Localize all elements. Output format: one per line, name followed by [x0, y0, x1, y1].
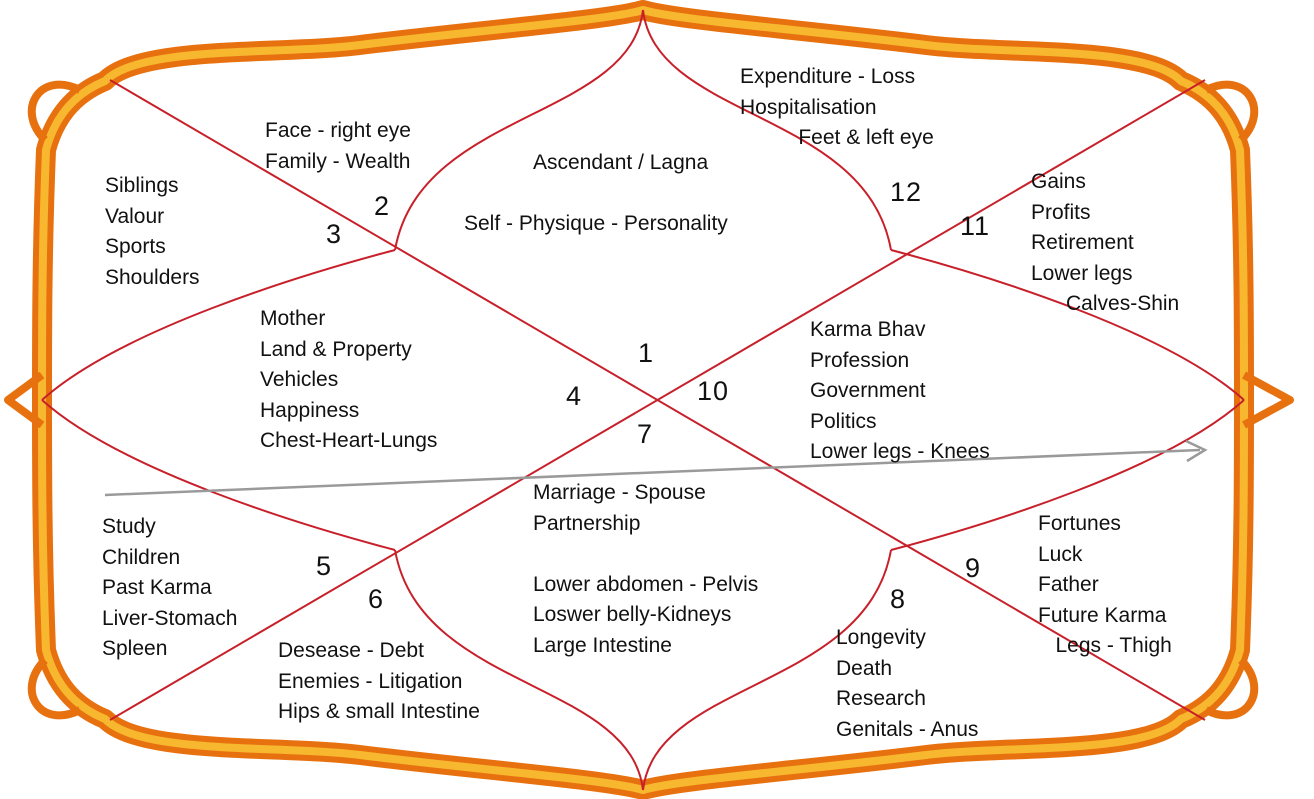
- frame-corner-curl-bottom-left: [27, 657, 82, 720]
- house-number-1: 1: [638, 338, 655, 368]
- house-4-text: Mother Land & Property Vehicles Happines…: [260, 304, 437, 457]
- house-8-line-1: Longevity: [836, 626, 926, 649]
- house-number-8: 8: [890, 584, 907, 614]
- frame-corner-curl-top-left: [27, 80, 82, 143]
- house-number-10: 10: [697, 376, 730, 406]
- house-10-line-4: Politics: [810, 409, 877, 433]
- house-11-line-4: Lower legs: [1031, 261, 1133, 285]
- house-12-line-2: Hospitalisation: [740, 95, 877, 119]
- house-12-text: Expenditure - Loss Hospitalisation Feet …: [740, 62, 934, 154]
- house-3-text: Siblings Valour Sports Shoulders: [105, 171, 200, 293]
- house-9-text: Fortunes Luck Father Future Karma Legs -…: [1038, 509, 1172, 662]
- house-11-line-3: Retirement: [1031, 231, 1134, 254]
- house-4-line-2: Land & Property: [260, 337, 412, 361]
- house-10-line-1: Karma Bhav: [810, 318, 926, 341]
- house-9-line-4: Future Karma: [1038, 603, 1167, 627]
- house-number-12: 12: [890, 177, 923, 207]
- frame-corner-curl-top-right: [1204, 80, 1259, 143]
- frame-right-point: [1242, 371, 1294, 429]
- house-8-line-2: Death: [836, 656, 893, 680]
- house-number-4: 4: [566, 381, 583, 411]
- house-3-line-4: Shoulders: [105, 265, 200, 289]
- house-4-line-1: Mother: [260, 307, 326, 330]
- house-3-line-1: Siblings: [105, 174, 179, 197]
- house-1-text: Ascendant / Lagna Self - Physique - Pers…: [464, 148, 728, 240]
- house-5-text: Study Children Past Karma Liver-Stomach …: [102, 512, 237, 665]
- house-12-line-1: Expenditure - Loss: [740, 65, 916, 88]
- outer-frame: [32, 0, 1254, 799]
- house-7-line-3: [533, 539, 758, 570]
- house-9-line-2: Luck: [1038, 542, 1083, 566]
- outer-frame-highlight: [38, 6, 1248, 794]
- diagonal-lines: [109, 79, 1206, 721]
- house-1-line-3: Self - Physique - Personality: [464, 212, 728, 235]
- house-9-line-5: Legs - Thigh: [1038, 634, 1172, 657]
- house-10-line-2: Profession: [810, 348, 910, 372]
- house-5-line-2: Children: [102, 545, 181, 569]
- house-8-line-4: Genitals - Anus: [836, 717, 979, 741]
- house-10-text: Karma Bhav Profession Government Politic…: [810, 315, 990, 468]
- house-6-line-1: Desease - Debt: [278, 639, 424, 662]
- house-12-line-3: Feet & left eye: [740, 126, 934, 149]
- house-11-line-2: Profits: [1031, 200, 1091, 224]
- house-number-11: 11: [960, 211, 991, 241]
- house-11-line-5: Calves-Shin: [1031, 292, 1180, 315]
- house-4-line-4: Happiness: [260, 398, 360, 422]
- house-6-line-3: Hips & small Intestine: [278, 700, 480, 723]
- house-11-text: Gains Profits Retirement Lower legs Calv…: [1031, 167, 1179, 320]
- house-9-line-3: Father: [1038, 573, 1099, 596]
- gray-arrow: [104, 439, 1208, 497]
- inner-diamond: [41, 9, 1245, 791]
- house-5-line-1: Study: [102, 515, 156, 538]
- house-1-line-2: [533, 179, 728, 210]
- house-5-line-5: Spleen: [102, 637, 168, 660]
- house-5-line-4: Liver-Stomach: [102, 606, 238, 630]
- house-2-line-1: Face - right eye: [265, 119, 411, 142]
- house-number-9: 9: [965, 553, 982, 583]
- house-8-text: Longevity Death Research Genitals - Anus: [836, 623, 978, 745]
- house-4-line-5: Chest-Heart-Lungs: [260, 429, 438, 452]
- house-2-line-2: Family - Wealth: [265, 149, 411, 173]
- house-number-2: 2: [374, 191, 391, 221]
- house-6-line-2: Enemies - Litigation: [278, 669, 463, 693]
- house-7-line-2: Partnership: [533, 511, 641, 535]
- house-7-line-6: Large Intestine: [533, 633, 672, 657]
- house-7-text: Marriage - Spouse Partnership Lower abdo…: [533, 478, 758, 661]
- house-7-line-1: Marriage - Spouse: [533, 481, 706, 504]
- house-11-line-1: Gains: [1031, 170, 1086, 193]
- house-3-line-3: Sports: [105, 235, 166, 258]
- house-number-6: 6: [368, 584, 385, 614]
- house-7-line-4: Lower abdomen - Pelvis: [533, 572, 759, 596]
- house-number-7: 7: [637, 419, 654, 449]
- house-2-text: Face - right eye Family - Wealth: [265, 116, 411, 177]
- frame-left-point: [4, 371, 45, 429]
- house-6-text: Desease - Debt Enemies - Litigation Hips…: [278, 636, 480, 728]
- house-1-line-1: Ascendant / Lagna: [533, 151, 709, 174]
- house-3-line-2: Valour: [105, 204, 165, 228]
- frame-corner-curl-bottom-right: [1204, 657, 1259, 720]
- house-10-line-3: Government: [810, 379, 926, 402]
- house-10-line-5: Lower legs - Knees: [810, 440, 990, 463]
- house-7-line-5: Loswer belly-Kidneys: [533, 603, 732, 626]
- house-4-line-3: Vehicles: [260, 368, 339, 391]
- house-number-5: 5: [316, 551, 333, 581]
- house-5-line-3: Past Karma: [102, 576, 212, 599]
- house-8-line-3: Research: [836, 687, 926, 710]
- house-9-line-1: Fortunes: [1038, 512, 1121, 535]
- house-number-3: 3: [326, 219, 343, 249]
